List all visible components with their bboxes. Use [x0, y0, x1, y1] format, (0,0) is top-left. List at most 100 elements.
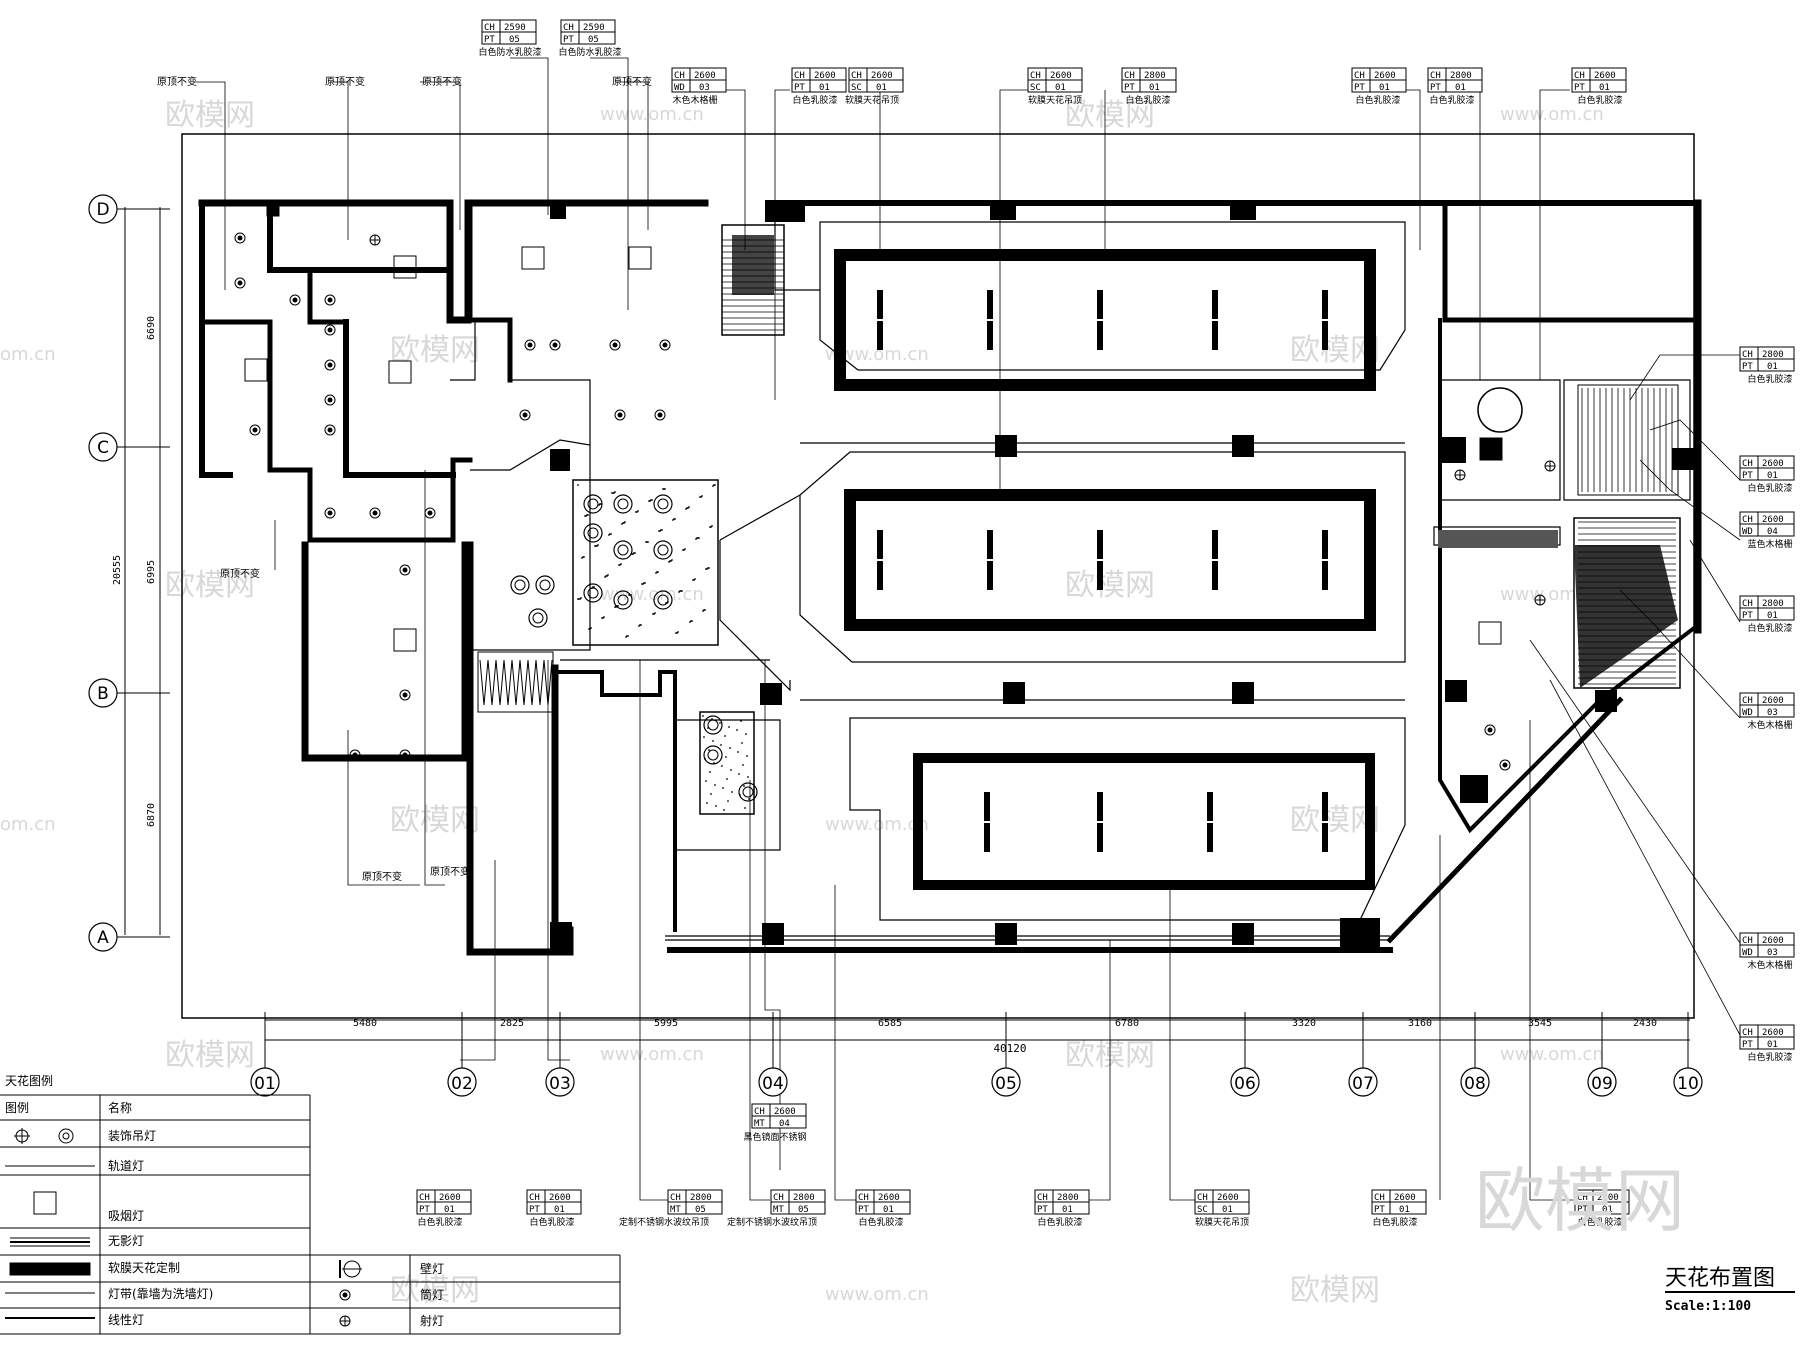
pendant-light — [738, 782, 758, 802]
downlight — [654, 409, 666, 421]
tag-label: 白色乳胶漆 — [1577, 94, 1622, 106]
tag-label: 软膜天花吊顶 — [1195, 1216, 1249, 1228]
tag-label: 白色乳胶漆 — [1355, 94, 1400, 106]
tag-ch: CH — [1037, 1193, 1048, 1203]
dimension-lines — [124, 207, 1690, 1041]
tag-height: 2600 — [694, 71, 716, 81]
note-keep-ceiling: 原顶不变 — [612, 75, 652, 88]
pendant-light — [510, 575, 530, 595]
watermark-logo: 欧模网 — [1290, 1273, 1380, 1308]
wood-grilles — [721, 224, 1681, 689]
column — [550, 449, 570, 471]
downlight — [324, 294, 336, 306]
legend-item-label: 射灯 — [420, 1313, 444, 1328]
tag-height: 2800 — [1057, 1193, 1079, 1203]
column-axis-09: 09 — [1587, 1012, 1617, 1097]
smoking-light — [521, 246, 545, 270]
watermark-logos: 欧模网欧模网欧模网欧模网欧模网欧模网欧模网欧模网欧模网欧模网欧模网欧模网 — [165, 98, 1380, 1308]
column — [760, 683, 782, 705]
stair-strip — [477, 651, 554, 713]
tag-code: PT — [529, 1205, 540, 1215]
row-axis-A: A — [88, 922, 170, 952]
tag-number: 01 — [1399, 1205, 1410, 1215]
spotlight — [1544, 460, 1556, 472]
tag-height: 2600 — [1762, 936, 1784, 946]
tag-ch: CH — [851, 71, 862, 81]
tag-height: 2590 — [583, 23, 605, 33]
downlight — [249, 424, 261, 436]
smoking-light — [393, 255, 417, 279]
pendant-light — [583, 523, 603, 543]
tag-code: PT — [1742, 611, 1753, 621]
dimension-text: 6995 — [146, 560, 157, 584]
leader-line — [774, 89, 790, 400]
spotlight — [1534, 594, 1546, 606]
tag-label: 黑色镜面不锈钢 — [743, 1131, 806, 1143]
pendant-light — [613, 540, 633, 560]
tag-number: 01 — [1599, 83, 1610, 93]
tag-height: 2600 — [439, 1193, 461, 1203]
tag-number: 01 — [876, 83, 887, 93]
tag-number: 03 — [1767, 948, 1778, 958]
dimension-text: 2430 — [1633, 1018, 1657, 1029]
downlight — [324, 394, 336, 406]
tag-ch: CH — [419, 1193, 430, 1203]
tag-label: 白色乳胶漆 — [1125, 94, 1170, 106]
column-axis-label: 03 — [549, 1074, 571, 1094]
pendant-light — [528, 608, 548, 628]
column — [990, 202, 1016, 220]
column — [550, 203, 566, 219]
note-keep-ceiling: 原顶不变 — [325, 75, 365, 88]
column — [1232, 435, 1254, 457]
tag-ch: CH — [1742, 599, 1753, 609]
tag-label: 软膜天花吊顶 — [1028, 94, 1082, 106]
column-axis-label: 07 — [1352, 1074, 1374, 1094]
tag-code: PT — [563, 35, 574, 45]
tag-ch: CH — [563, 23, 574, 33]
tag-code: WD — [1742, 527, 1753, 537]
spotlight — [369, 234, 381, 246]
note-keep-ceiling: 原顶不变 — [430, 865, 470, 878]
round-pendant — [1477, 387, 1523, 433]
tag-height: 2800 — [690, 1193, 712, 1203]
downlight — [519, 409, 531, 421]
tag-label: 白色乳胶漆 — [1747, 482, 1792, 494]
tag-height: 2600 — [1050, 71, 1072, 81]
legend-item-label: 无影灯 — [108, 1234, 144, 1248]
leader-line — [590, 57, 629, 310]
tag-code: WD — [1742, 708, 1753, 718]
downlight — [399, 749, 411, 761]
watermark-url: om.cn — [0, 344, 56, 365]
column-axis-06: 06 — [1230, 1012, 1260, 1097]
tag-code: PT — [419, 1205, 430, 1215]
tag-label: 白色乳胶漆 — [1747, 622, 1792, 634]
tag-height: 2600 — [1762, 459, 1784, 469]
tag-code: PT — [1577, 1205, 1588, 1215]
column — [1340, 918, 1380, 948]
downlight — [324, 424, 336, 436]
tag-label: 定制不锈钢水波纹吊顶 — [727, 1216, 817, 1228]
leader-line — [1549, 679, 1741, 1036]
pendant-light — [703, 715, 723, 735]
dimension-text: 6690 — [146, 316, 157, 340]
row-axis-label: D — [96, 200, 109, 220]
tag-code: WD — [1742, 948, 1753, 958]
dimension-text: 2825 — [500, 1018, 524, 1029]
tag-height: 2600 — [1594, 71, 1616, 81]
note-keep-ceiling: 原顶不变 — [362, 870, 402, 883]
pendant-light — [613, 590, 633, 610]
tag-height: 2600 — [871, 71, 893, 81]
note-keep-ceiling: 原顶不变 — [220, 567, 260, 580]
